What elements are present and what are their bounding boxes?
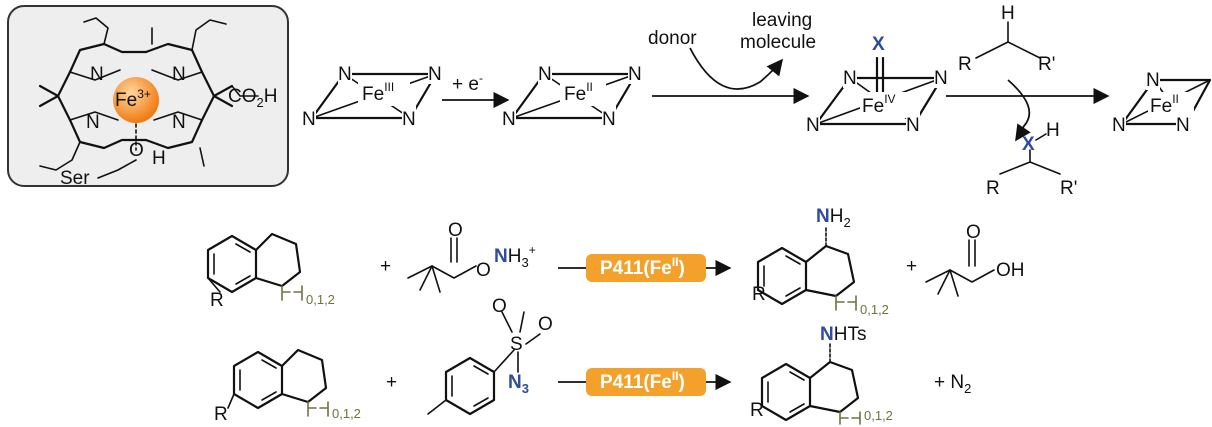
inserted-product: X H R R' <box>986 120 1077 199</box>
rxn2-tosyl-azide: S O O N3 <box>427 296 553 416</box>
rxn2-enzyme-label: P411(FeII) <box>600 369 685 393</box>
rxn1-indane-substrate: R 0,1,2 <box>206 232 335 311</box>
heme-axial-hydrogen: H <box>152 148 166 169</box>
fe3-n-top-right: N <box>428 64 442 85</box>
fe2-n-top-right: N <box>628 64 642 85</box>
heme-pyrrole-n-top-left: N <box>90 64 104 85</box>
heme-serine-label: Ser <box>60 168 90 189</box>
heme-cofactor-panel: N N N N Fe3+ CO2H O H Ser <box>7 5 289 189</box>
rxn1-ester-o-carbonyl: O <box>448 220 463 241</box>
fe2-reduced-state: N N N N FeII <box>502 62 642 130</box>
heme-iron-sphere <box>113 77 159 123</box>
reaction-1-amination: R 0,1,2 + O O NH3+ P411(FeII) NH2 <box>206 206 1025 317</box>
fe2-n-bottom-right: N <box>602 109 616 130</box>
fe3-resting-state: N N N N FeIII <box>302 62 442 130</box>
substrate-r-prime: R' <box>1038 54 1055 75</box>
donor-curved-arrow <box>689 47 784 90</box>
rxn1-product-r: R <box>752 284 766 305</box>
fe2b-n-top-left: N <box>1146 70 1160 91</box>
rxn1-plus-2: + <box>906 256 917 277</box>
reaction-2-sulfonamidation: R 0,1,2 + S O O N3 P411(FeII) <box>214 296 971 425</box>
substrate-r: R <box>958 54 972 75</box>
heme-pyrrole-n-top-right: N <box>172 64 186 85</box>
product-r: R <box>986 178 1000 199</box>
rxn2-sulfonamide-product: NHTs R 0,1,2 <box>750 324 893 425</box>
fe2-regenerated-state: N N N FeII <box>1112 68 1212 136</box>
ch-substrate: H R R' <box>958 3 1055 75</box>
fe2-n-bottom-left: N <box>502 109 516 130</box>
rxn2-enzyme-badge <box>586 368 706 396</box>
rxn1-plus-1: + <box>380 256 391 277</box>
rxn2-product-r: R <box>750 400 764 421</box>
rxn2-substrate-index: 0,1,2 <box>332 406 361 421</box>
leaving-label-line2: molecule <box>740 32 816 53</box>
rxn1-acid-oh: OH <box>996 260 1025 281</box>
rxn1-enzyme-badge <box>586 254 706 282</box>
rxn1-pivaloyl-hydroxylamine: O O NH3+ <box>407 220 536 293</box>
rxn2-substrate-r: R <box>214 404 228 425</box>
product-r-prime: R' <box>1060 178 1077 199</box>
rxn2-nitrogen-byproduct: + N2 <box>934 372 971 396</box>
product-x-hydrogen: H <box>1046 120 1060 141</box>
fe4-iron: FeIV <box>862 92 896 117</box>
fe3-n-bottom-right: N <box>402 109 416 130</box>
fe4-n-bottom-right: N <box>906 115 920 136</box>
fe3-n-top-left: N <box>338 64 352 85</box>
leaving-label-line1: leaving <box>752 10 812 31</box>
insertion-curved-arrow <box>1007 79 1031 142</box>
fe3-iron: FeIII <box>362 80 394 105</box>
rxn2-product-index: 0,1,2 <box>864 408 893 423</box>
reduction-label: + e- <box>452 71 483 95</box>
fe2-iron: FeII <box>564 80 593 105</box>
rxn1-pivalic-acid: O OH <box>925 222 1025 297</box>
heme-iron-symbol: Fe3+ <box>115 87 151 111</box>
fe2b-iron: FeII <box>1150 92 1179 117</box>
porphyrin-skeleton <box>38 17 259 179</box>
rxn1-substrate-r: R <box>210 290 224 311</box>
substrate-h: H <box>1001 3 1015 24</box>
product-x-atom: X <box>1022 134 1035 155</box>
rxn1-substrate-index: 0,1,2 <box>306 292 335 307</box>
fe4-n-top-right: N <box>934 68 948 89</box>
fe4-n-bottom-left: N <box>806 115 820 136</box>
heme-pyrrole-n-bottom-right: N <box>172 112 186 133</box>
fe2b-n-bottom-left: N <box>1112 115 1126 136</box>
rxn1-amine-product: NH2 R 0,1,2 <box>752 206 889 317</box>
fe2-n-top-left: N <box>538 64 552 85</box>
heme-propionate-acid: CO2H <box>228 86 277 110</box>
nitrene-x-atom: X <box>872 34 885 55</box>
rxn1-reagent-amine: NH3+ <box>494 243 536 270</box>
rxn1-product-amine: NH2 <box>816 206 851 230</box>
rxn2-sulfur: S <box>510 334 523 355</box>
rxn2-oxygen-2: O <box>538 314 553 335</box>
rxn1-acid-o: O <box>966 222 981 243</box>
fe2b-n-bottom-right: N <box>1176 115 1190 136</box>
rxn2-indane-substrate: R 0,1,2 <box>214 348 361 425</box>
fe3-n-bottom-left: N <box>302 109 316 130</box>
heme-pyrrole-n-bottom-left: N <box>86 112 100 133</box>
heme-axial-oxygen: O <box>129 140 144 161</box>
fe4-nitrene-intermediate: X N N N N FeIV <box>806 34 948 136</box>
fe4-n-top-left: N <box>843 68 857 89</box>
rxn2-product-nhts: NHTs <box>820 324 866 345</box>
rxn2-plus: + <box>386 372 397 393</box>
rxn2-azide: N3 <box>508 372 529 396</box>
rxn1-product-index: 0,1,2 <box>860 302 889 317</box>
donor-label: donor <box>648 28 697 49</box>
rxn1-enzyme-label: P411(FeII) <box>600 255 685 279</box>
rxn1-ester-o-link: O <box>476 260 491 281</box>
rxn2-oxygen-1: O <box>492 296 507 317</box>
